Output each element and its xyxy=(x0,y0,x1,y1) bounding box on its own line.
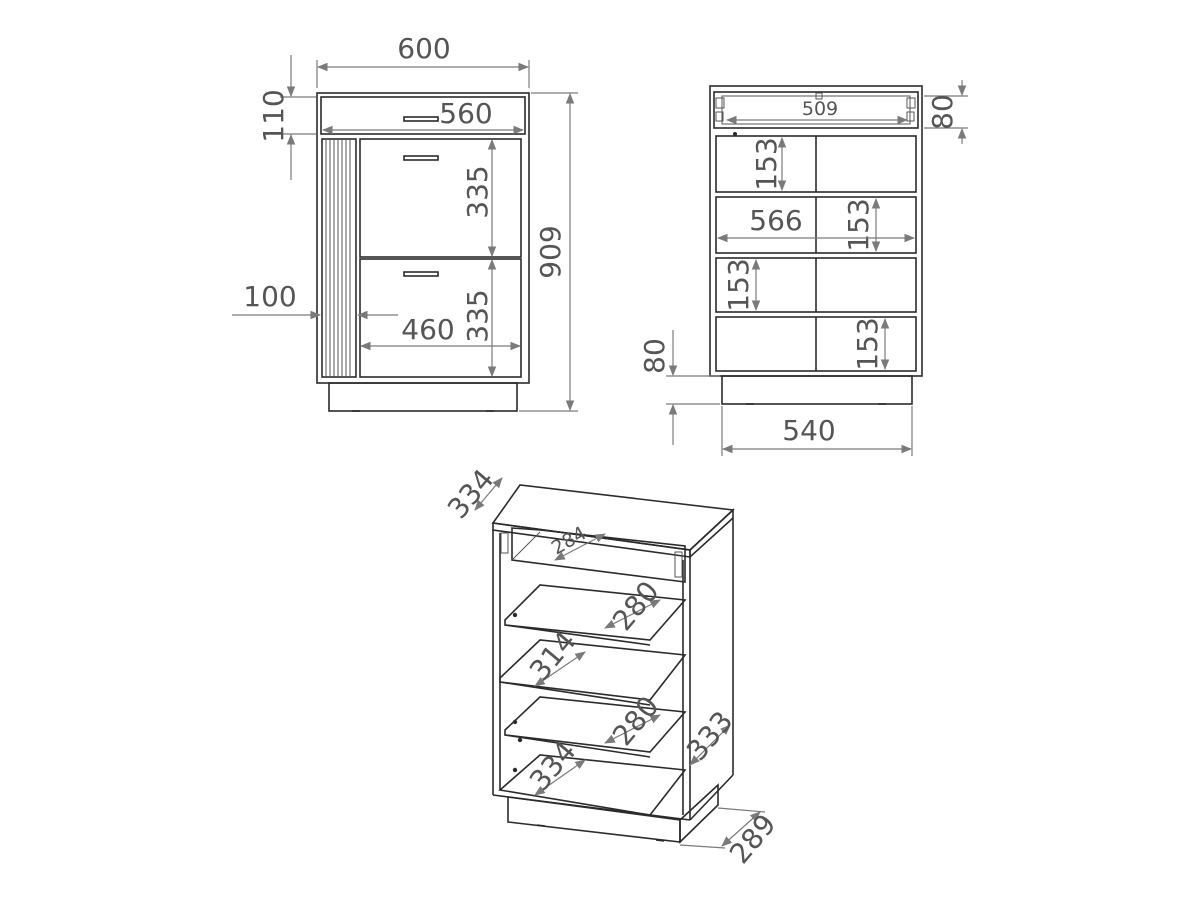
lower-door-handle xyxy=(403,271,439,277)
label-153-4: 153 xyxy=(851,317,884,370)
iso-shelf-3 xyxy=(504,696,687,753)
fluted-side-panel xyxy=(321,138,357,378)
label-289: 289 xyxy=(723,808,783,870)
label-80-top: 80 xyxy=(926,94,959,130)
open-top-drawer xyxy=(713,91,919,129)
label-560: 560 xyxy=(439,97,492,130)
iso-shelf-1 xyxy=(504,584,687,641)
label-80-plinth: 80 xyxy=(638,338,671,374)
label-334-bottom: 334 xyxy=(523,735,583,797)
label-460: 460 xyxy=(401,313,454,346)
label-335-lower: 335 xyxy=(461,289,494,342)
top-drawer-handle xyxy=(403,116,439,122)
isometric-view: 334 284 280 314 280 334 333 289 xyxy=(441,463,783,870)
label-110: 110 xyxy=(257,89,290,142)
label-153-2: 153 xyxy=(842,198,875,251)
label-333: 333 xyxy=(680,705,740,767)
open-plinth xyxy=(721,375,913,405)
upper-door-handle xyxy=(403,155,439,161)
iso-bottom xyxy=(498,754,687,816)
label-284: 284 xyxy=(548,522,590,559)
label-100: 100 xyxy=(243,280,296,313)
label-509: 509 xyxy=(802,98,838,120)
label-600: 600 xyxy=(397,32,450,65)
label-566: 566 xyxy=(749,204,802,237)
label-334-top: 334 xyxy=(441,463,501,525)
front-top-drawer xyxy=(320,96,526,135)
front-view: 600 110 560 335 335 909 100 460 xyxy=(232,32,578,412)
label-335-upper: 335 xyxy=(461,165,494,218)
iso-shelf-2 xyxy=(499,639,687,701)
label-153-3: 153 xyxy=(722,258,755,311)
iso-drawer xyxy=(511,527,686,583)
label-909: 909 xyxy=(534,225,567,278)
label-540: 540 xyxy=(782,414,835,447)
front-upper-door xyxy=(359,138,522,258)
front-plinth xyxy=(328,382,518,412)
label-153-1: 153 xyxy=(750,137,783,190)
iso-plinth xyxy=(507,796,681,843)
open-front-view: 509 80 153 153 566 153 153 80 540 xyxy=(638,80,968,456)
label-280-upper: 280 xyxy=(606,575,666,637)
